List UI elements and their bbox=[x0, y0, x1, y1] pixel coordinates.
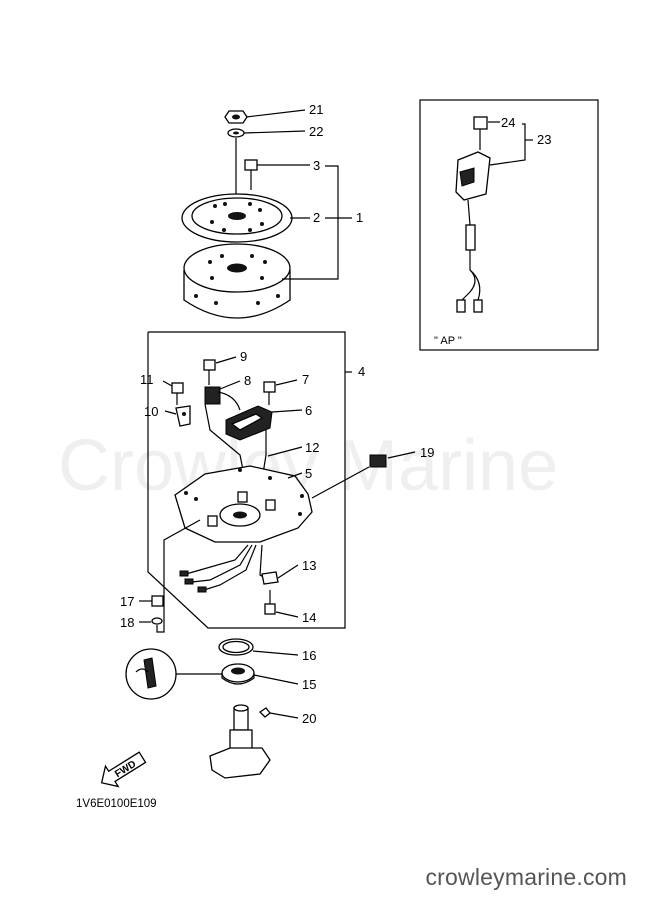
screw-9-part bbox=[203, 359, 216, 385]
assembly-frame bbox=[147, 331, 346, 629]
stator-base-part bbox=[174, 465, 313, 543]
inset-label: " AP " bbox=[434, 335, 462, 347]
diagram-code: 1V6E0100E109 bbox=[76, 798, 157, 810]
inset-ap-box: 24 23 " AP " bbox=[419, 99, 599, 351]
callout-13: 13 bbox=[302, 558, 316, 573]
callout-23: 23 bbox=[537, 132, 551, 147]
screw-11-part bbox=[171, 382, 184, 405]
callout-6: 6 bbox=[305, 403, 312, 418]
callout-15: 15 bbox=[302, 677, 316, 692]
callout-24: 24 bbox=[501, 115, 515, 130]
callout-17: 17 bbox=[120, 594, 134, 609]
watermark-text: Crowley Marine bbox=[58, 426, 558, 506]
flywheel-nut-part bbox=[224, 110, 248, 124]
callout-7: 7 bbox=[302, 372, 309, 387]
callout-16: 16 bbox=[302, 648, 316, 663]
callout-19: 19 bbox=[420, 445, 434, 460]
callout-18: 18 bbox=[120, 615, 134, 630]
fwd-arrow-icon: FWD bbox=[100, 751, 147, 788]
callout-8: 8 bbox=[244, 373, 251, 388]
pin-part bbox=[258, 707, 271, 718]
pulser-coil-part bbox=[204, 386, 241, 411]
website-text: crowleymarine.com bbox=[425, 864, 627, 890]
callout-20: 20 bbox=[302, 711, 316, 726]
callout-10: 10 bbox=[144, 404, 158, 419]
callout-3: 3 bbox=[313, 158, 320, 173]
callout-5: 5 bbox=[305, 466, 312, 481]
flywheel-bolt-part bbox=[244, 159, 258, 190]
callout-9: 9 bbox=[240, 349, 247, 364]
flywheel-lower-part bbox=[183, 243, 291, 319]
callout-12: 12 bbox=[305, 440, 319, 455]
washer-part bbox=[227, 128, 245, 138]
oil-seal-part bbox=[221, 663, 255, 685]
callout-11: 11 bbox=[140, 372, 154, 387]
bearing-housing-part bbox=[209, 704, 271, 779]
connector-19-part bbox=[369, 454, 387, 468]
callout-4: 4 bbox=[358, 364, 365, 379]
o-ring-part bbox=[218, 638, 254, 656]
callout-1: 1 bbox=[356, 210, 363, 225]
callout-14: 14 bbox=[302, 610, 316, 625]
flywheel-upper-part bbox=[181, 193, 293, 243]
wire-clamp-part bbox=[261, 571, 279, 585]
bracket-part bbox=[175, 405, 191, 427]
seal-detail-circle bbox=[125, 648, 222, 700]
callout-22: 22 bbox=[309, 124, 323, 139]
clamp-screw-part bbox=[264, 590, 276, 615]
callout-21: 21 bbox=[309, 102, 323, 117]
callout-2: 2 bbox=[313, 210, 320, 225]
charge-coil-part bbox=[225, 405, 273, 455]
screw-7-part bbox=[263, 381, 276, 405]
washer-18-part bbox=[151, 617, 163, 625]
screw-17-part bbox=[151, 595, 164, 607]
